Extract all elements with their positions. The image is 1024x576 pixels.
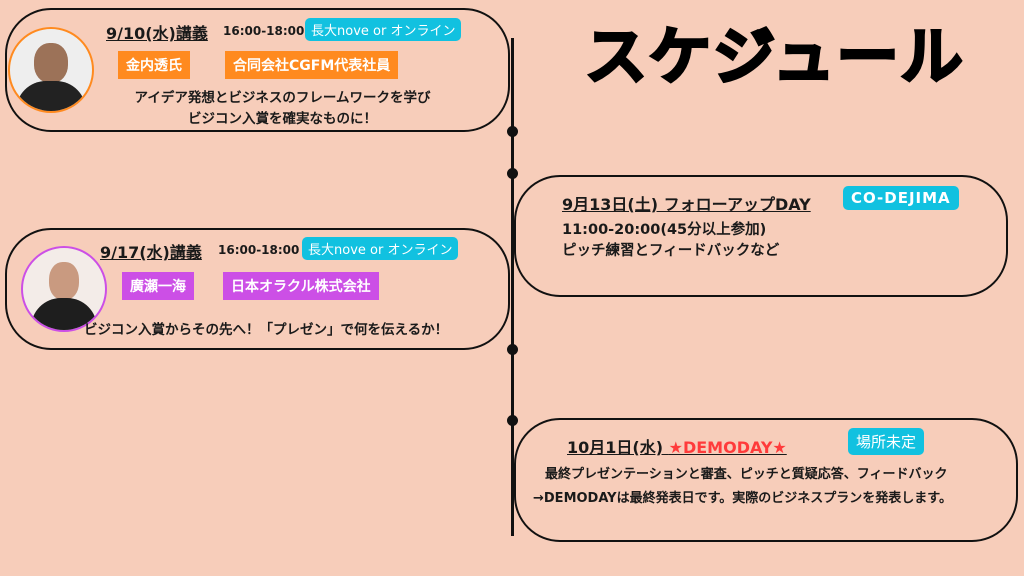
event-description: 最終プレゼンテーションと審査、ピッチと質疑応答、フィードバック →DEMODAY… <box>533 463 952 511</box>
event-time: 16:00-18:00 <box>218 243 300 257</box>
event-date: 10月1日(水) ★DEMODAY★ <box>567 434 787 458</box>
page-title: スケジュール <box>584 19 965 95</box>
description-line: →DEMODAYは最終発表日です。実際のビジネスプランを発表します。 <box>533 491 952 506</box>
demoday-highlight: ★DEMODAY★ <box>668 438 787 457</box>
speaker-avatar <box>8 27 94 113</box>
timeline-dot <box>507 168 518 179</box>
event-bubble-0917 <box>5 228 510 350</box>
event-description: ビジコン入賞からその先へ！「プレゼン」で何を伝えるか！ <box>84 322 449 338</box>
event-date: 9月13日(土) フォローアップDAY <box>562 195 811 214</box>
location-tag: CO-DEJIMA <box>843 186 959 210</box>
location-tag: 長大nove or オンライン <box>302 237 459 260</box>
location-tag: 長大nove or オンライン <box>305 18 462 41</box>
event-bubble-1001 <box>514 418 1018 542</box>
timeline-dot <box>507 344 518 355</box>
speaker-avatar <box>21 246 107 332</box>
event-time: 16:00-18:00 <box>223 24 305 38</box>
speaker-company: 合同会社CGFM代表社員 <box>225 51 399 79</box>
timeline-line <box>511 38 514 536</box>
event-bubble-0910 <box>5 8 510 132</box>
speaker-name: 金内透氏 <box>118 51 190 79</box>
date-text: 10月1日(水) <box>567 438 669 457</box>
timeline-dot <box>507 415 518 426</box>
description-line: ビジコン入賞を確実なものに！ <box>188 111 377 127</box>
event-bubble-0913 <box>514 175 1008 297</box>
timeline-dot <box>507 126 518 137</box>
description-line: 最終プレゼンテーションと審査、ピッチと質疑応答、フィードバック <box>545 467 948 482</box>
event-description: 11:00-20:00(45分以上参加) ピッチ練習とフィードバックなど <box>562 220 779 262</box>
event-description: アイデア発想とビジネスのフレームワークを学び ビジコン入賞を確実なものに！ <box>110 88 455 130</box>
location-tag: 場所未定 <box>848 428 925 455</box>
event-date: 9/10(水)講義 <box>106 24 208 43</box>
event-date: 9/17(水)講義 <box>100 243 202 262</box>
speaker-company: 日本オラクル株式会社 <box>223 272 379 300</box>
speaker-name: 廣瀬一海 <box>122 272 194 300</box>
description-line: 11:00-20:00(45分以上参加) <box>562 222 767 238</box>
description-line: ピッチ練習とフィードバックなど <box>562 243 780 259</box>
description-line: アイデア発想とビジネスのフレームワークを学び <box>134 90 431 106</box>
